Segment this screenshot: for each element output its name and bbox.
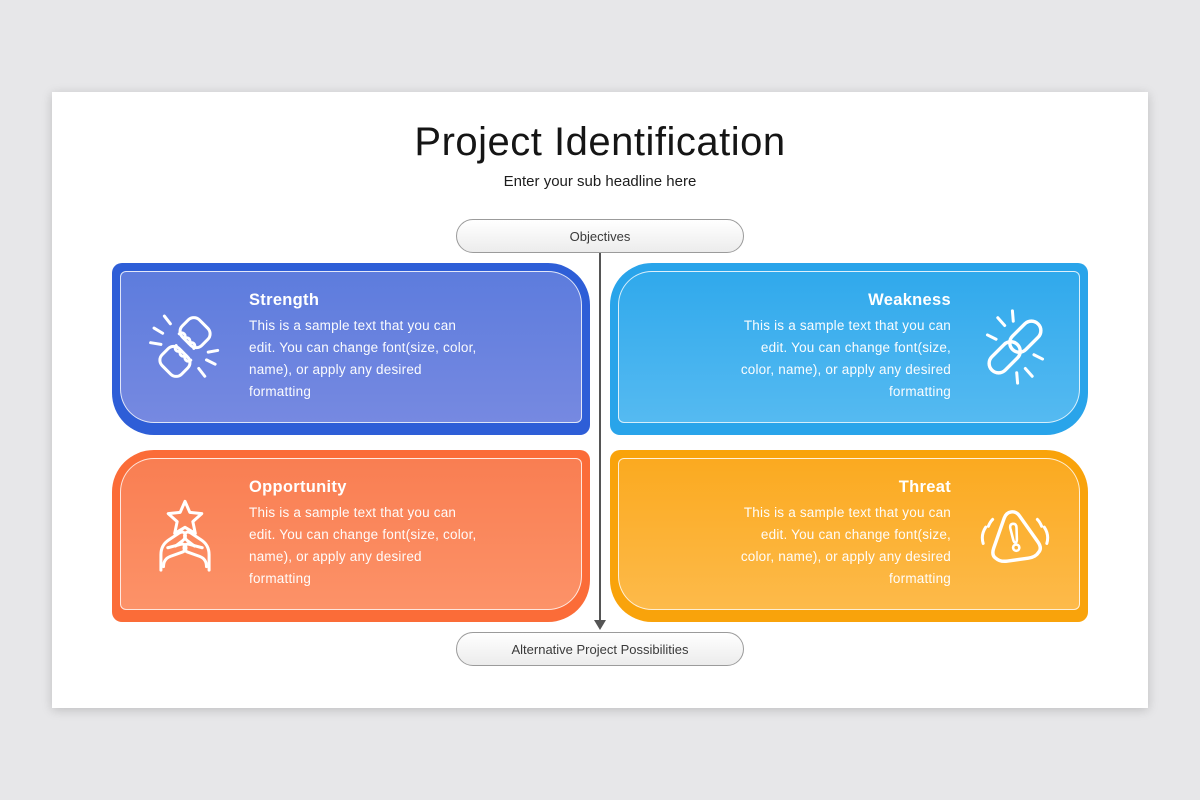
- objectives-pill[interactable]: Objectives: [456, 219, 744, 253]
- alternative-possibilities-pill[interactable]: Alternative Project Possibilities: [456, 632, 744, 666]
- opportunity-text-block: Opportunity This is a sample text that y…: [249, 478, 581, 590]
- strength-card[interactable]: Strength This is a sample text that you …: [112, 263, 590, 435]
- presentation-slide: Project Identification Enter your sub he…: [52, 92, 1148, 708]
- objectives-pill-label: Objectives: [569, 228, 631, 244]
- card-title: Strength: [249, 291, 320, 309]
- card-body-line: This is a sample text that you can: [743, 505, 951, 520]
- weakness-card[interactable]: Weakness This is a sample text that you …: [610, 263, 1088, 435]
- alternative-possibilities-pill-label: Alternative Project Possibilities: [511, 641, 689, 657]
- opportunity-card-inner: Opportunity This is a sample text that y…: [120, 458, 582, 610]
- card-title: Weakness: [868, 291, 951, 309]
- card-body-line: formatting: [249, 571, 312, 586]
- card-body-line: edit. You can change font(size,: [760, 340, 951, 355]
- warning-alarm-icon: [951, 491, 1079, 577]
- card-body-line: formatting: [888, 384, 951, 399]
- card-body-line: edit. You can change font(size,: [760, 527, 951, 542]
- hands-holding-star-icon: [121, 491, 249, 577]
- card-body-line: This is a sample text that you can: [249, 505, 457, 520]
- strength-card-inner: Strength This is a sample text that you …: [120, 271, 582, 423]
- card-body-line: formatting: [249, 384, 312, 399]
- card-body-line: This is a sample text that you can: [249, 318, 457, 333]
- card-body-line: color, name), or apply any desired: [740, 549, 951, 564]
- broken-chain-icon: [951, 304, 1079, 390]
- weakness-text-block: Weakness This is a sample text that you …: [619, 291, 951, 403]
- page-subtitle: Enter your sub headline here: [503, 173, 697, 190]
- fist-bump-icon: [121, 304, 249, 390]
- card-body-line: edit. You can change font(size, color,: [249, 340, 477, 355]
- page-title: Project Identification: [414, 120, 786, 164]
- card-title: Threat: [898, 478, 951, 496]
- weakness-card-inner: Weakness This is a sample text that you …: [618, 271, 1080, 423]
- card-body-line: edit. You can change font(size, color,: [249, 527, 477, 542]
- threat-card[interactable]: Threat This is a sample text that you ca…: [610, 450, 1088, 622]
- threat-text-block: Threat This is a sample text that you ca…: [619, 478, 951, 590]
- card-title: Opportunity: [249, 478, 347, 496]
- flow-connector-line: [599, 252, 601, 621]
- card-body-line: color, name), or apply any desired: [740, 362, 951, 377]
- flow-arrowhead-icon: [594, 620, 606, 630]
- strength-text-block: Strength This is a sample text that you …: [249, 291, 581, 403]
- threat-card-inner: Threat This is a sample text that you ca…: [618, 458, 1080, 610]
- card-body-line: name), or apply any desired: [249, 362, 422, 377]
- card-body-line: formatting: [888, 571, 951, 586]
- card-body-line: This is a sample text that you can: [743, 318, 951, 333]
- card-body-line: name), or apply any desired: [249, 549, 422, 564]
- swot-grid: Strength This is a sample text that you …: [112, 263, 1088, 622]
- opportunity-card[interactable]: Opportunity This is a sample text that y…: [112, 450, 590, 622]
